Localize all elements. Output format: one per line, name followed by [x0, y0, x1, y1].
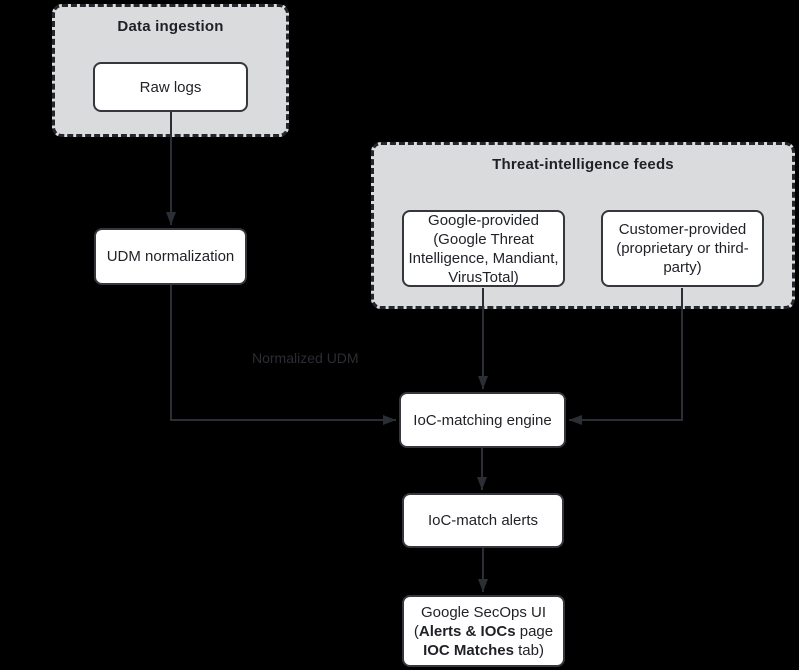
node-udm-normalization-label: UDM normalization [106, 248, 235, 265]
secops-ui-line-3-rest: tab) [513, 641, 544, 659]
secops-ui-line-2-bold: Alerts & IOCs [418, 622, 516, 640]
customer-provided-line-3: party) [663, 259, 702, 276]
node-google-provided-feed: Google-provided (Google Threat Intellige… [402, 210, 565, 287]
node-udm-normalization: UDM normalization [94, 228, 247, 285]
secops-ui-line-3: IOC Matches tab) [423, 641, 544, 660]
customer-provided-line-1: Customer-provided [618, 221, 747, 238]
edge-udm-to-engine [170, 285, 396, 425]
secops-ui-line-2: (Alerts & IOCs page [414, 622, 553, 641]
threat-intelligence-feeds-title: Threat-intelligence feeds [492, 156, 674, 173]
secops-ui-line-2-rest: page [515, 622, 554, 640]
node-raw-logs: Raw logs [93, 62, 248, 112]
secops-ui-line-2-open-paren: ( [413, 622, 419, 640]
customer-provided-line-2: (proprietary or third- [616, 240, 749, 257]
google-provided-line-4: VirusTotal) [448, 268, 519, 286]
secops-ui-line-3-bold: IOC Matches [423, 641, 514, 659]
node-ioc-matching-engine-label: IoC-matching engine [413, 411, 552, 429]
node-ioc-match-alerts: IoC-match alerts [402, 493, 564, 548]
node-google-secops-ui: Google SecOps UI (Alerts & IOCs page IOC… [402, 595, 565, 667]
data-ingestion-title: Data ingestion [117, 18, 224, 35]
node-customer-provided-feed: Customer-provided (proprietary or third-… [601, 210, 764, 287]
node-ioc-matching-engine: IoC-matching engine [399, 392, 566, 448]
google-provided-line-2: (Google Threat [433, 230, 534, 248]
node-raw-logs-label: Raw logs [139, 78, 202, 96]
google-provided-line-1: Google-provided [428, 211, 539, 229]
edge-customerprovided-to-engine [569, 288, 683, 425]
node-ioc-match-alerts-label: IoC-match alerts [427, 512, 539, 529]
google-provided-line-3: Intelligence, Mandiant, [408, 249, 559, 267]
edge-label-normalized-udm: Normalized UDM [252, 350, 359, 366]
secops-ui-line-1: Google SecOps UI [420, 603, 547, 621]
